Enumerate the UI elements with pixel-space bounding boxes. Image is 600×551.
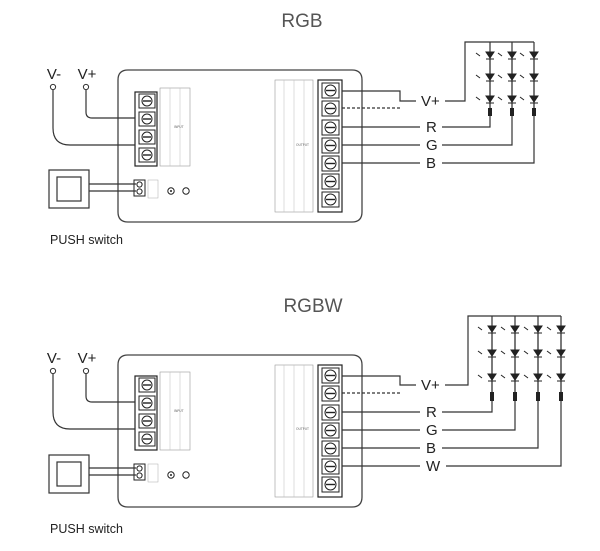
push-switch-label: PUSH switch	[50, 522, 123, 536]
supply-plus-label: V+	[78, 350, 97, 367]
input-terminal-3	[138, 413, 156, 429]
output-label-vplus: V+	[421, 93, 440, 110]
led-array-rgb	[475, 51, 539, 116]
input-terminal-4	[138, 147, 156, 163]
output-wire-w	[342, 399, 562, 467]
switch-label-print	[147, 179, 159, 199]
output-terminal-7	[321, 191, 340, 208]
output-wire-vplus-bus	[445, 315, 561, 386]
output-terminal-1	[321, 82, 340, 99]
output-terminal-block	[317, 364, 343, 498]
output-wire-vplus-a	[342, 375, 416, 386]
output-wire-r	[342, 399, 493, 413]
output-wire-g	[342, 399, 516, 431]
switch-terminal	[133, 463, 146, 481]
output-wire-vplus-bus	[445, 41, 534, 102]
program-button	[182, 187, 190, 195]
output-terminal-5	[321, 440, 340, 457]
input-terminal-block	[134, 91, 158, 167]
supply-plus-wire	[85, 374, 135, 403]
indicator-led	[167, 187, 175, 195]
rgb-diagram: RGB INPUT OUTPUT	[47, 11, 539, 247]
diagram-title-rgb: RGB	[281, 11, 322, 32]
input-terminal-4	[138, 431, 156, 447]
output-wire-b	[342, 399, 539, 449]
supply-plus-label: V+	[78, 66, 97, 83]
led-column-4	[546, 325, 566, 401]
supply-minus-label: V-	[47, 350, 61, 367]
switch-terminal	[133, 179, 146, 197]
output-label-r: R	[426, 119, 437, 136]
led-column-1	[477, 325, 497, 401]
input-terminal-3	[138, 129, 156, 145]
output-terminal-4	[321, 422, 340, 439]
led-column-3	[523, 325, 543, 401]
push-switch	[48, 454, 90, 494]
supply-minus-wire	[52, 374, 135, 430]
output-terminal-7	[321, 476, 340, 493]
input-label-print: INPUT	[174, 409, 184, 413]
input-terminal-2	[138, 395, 156, 411]
input-terminal-1	[138, 377, 156, 393]
led-column-3	[519, 51, 539, 116]
program-button	[182, 471, 190, 479]
led-column-2	[497, 51, 517, 116]
input-label-print: INPUT	[174, 125, 184, 129]
output-wire-g	[342, 114, 513, 146]
output-terminal-4	[321, 137, 340, 154]
input-label-panel	[159, 371, 191, 451]
led-column-2	[500, 325, 520, 401]
supply-minus-label: V-	[47, 66, 61, 83]
output-label-print: OUTPUT	[296, 143, 309, 147]
output-terminal-3	[321, 119, 340, 136]
supply-minus-wire	[52, 90, 135, 146]
controller-housing	[117, 69, 363, 223]
output-label-b: B	[426, 155, 436, 172]
push-switch-label: PUSH switch	[50, 233, 123, 247]
output-terminal-2	[321, 100, 340, 117]
controller-housing	[117, 354, 363, 508]
indicator-led	[167, 471, 175, 479]
output-terminal-5	[321, 155, 340, 172]
led-array-rgbw	[477, 325, 566, 401]
rgbw-diagram: RGBW INPUT OUTPUT	[47, 296, 566, 536]
output-terminal-6	[321, 173, 340, 190]
output-wire-r	[342, 114, 491, 128]
led-column-1	[475, 51, 495, 116]
output-terminal-1	[321, 367, 340, 384]
input-terminal-block	[134, 375, 158, 451]
output-terminal-2	[321, 385, 340, 402]
supply-minus-terminal	[49, 367, 57, 375]
supply-plus-wire	[85, 90, 135, 119]
diagram-title-rgbw: RGBW	[283, 296, 342, 317]
output-wire-b	[342, 114, 535, 164]
output-label-g: G	[426, 137, 438, 154]
output-wire-vplus-a	[342, 90, 416, 102]
output-label-vplus: V+	[421, 377, 440, 394]
supply-plus-terminal	[82, 83, 90, 91]
supply-plus-terminal	[82, 367, 90, 375]
output-terminal-block	[317, 79, 343, 213]
supply-minus-terminal	[49, 83, 57, 91]
switch-label-print	[147, 463, 159, 483]
output-label-print: OUTPUT	[296, 427, 309, 431]
output-terminal-3	[321, 404, 340, 421]
output-label-w: W	[426, 458, 441, 475]
output-label-r: R	[426, 404, 437, 421]
input-terminal-1	[138, 93, 156, 109]
output-label-b: B	[426, 440, 436, 457]
output-label-g: G	[426, 422, 438, 439]
output-terminal-6	[321, 458, 340, 475]
input-label-panel	[159, 87, 191, 167]
push-switch	[48, 169, 90, 209]
input-terminal-2	[138, 111, 156, 127]
